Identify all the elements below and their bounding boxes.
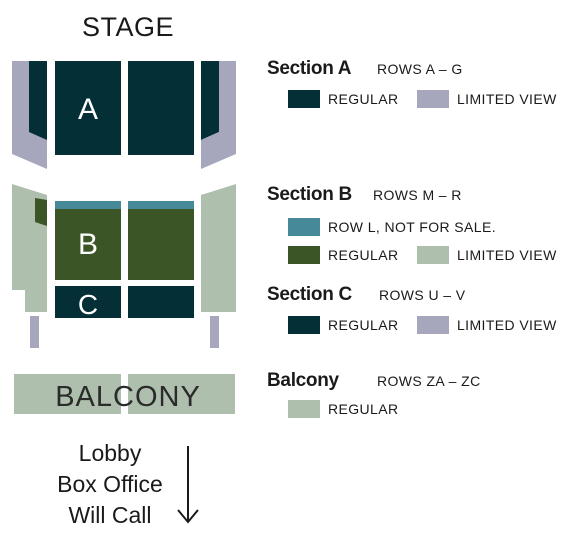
balcony-rows: ROWS ZA – ZC (377, 373, 481, 389)
lobby-line-2: Box Office (57, 471, 163, 497)
section-b-legend-row-l: ROW L, NOT FOR SALE. (288, 218, 496, 236)
section-b-right-limited-view[interactable] (201, 184, 236, 312)
section-b-legend-regular: REGULAR (288, 246, 398, 264)
swatch-regular (288, 400, 320, 418)
section-a-legend-limited: LIMITED VIEW (417, 90, 557, 108)
section-c-title: Section C (267, 284, 352, 305)
balcony-legend-regular: REGULAR (288, 400, 398, 418)
legend-label: REGULAR (328, 401, 399, 417)
swatch-regular (288, 246, 320, 264)
section-a-right-limited-view[interactable] (201, 61, 236, 169)
section-c-right-limited-view[interactable] (210, 316, 219, 348)
lobby-line-3: Will Call (68, 502, 152, 528)
legend-label: REGULAR (328, 247, 399, 263)
section-c-center-right[interactable] (128, 286, 194, 318)
section-b-letter: B (78, 228, 98, 261)
lobby-directions: Lobby Box Office Will Call (40, 438, 180, 531)
section-a-title: Section A (267, 58, 352, 79)
balcony-label: BALCONY (55, 381, 201, 413)
balcony-right[interactable] (128, 374, 235, 414)
section-a-right-regular[interactable] (201, 61, 219, 140)
section-c-rows: ROWS U – V (379, 287, 466, 303)
section-a-letter: A (78, 93, 98, 126)
section-a-left-regular[interactable] (29, 61, 47, 140)
section-c-center-left[interactable] (55, 286, 121, 318)
legend-label: LIMITED VIEW (457, 91, 557, 107)
swatch-not-for-sale (288, 218, 320, 236)
seating-map: A B C BALCONY (12, 61, 236, 524)
section-b-rows: ROWS M – R (373, 187, 462, 203)
balcony-title: Balcony (267, 370, 339, 391)
section-c-legend-regular: REGULAR (288, 316, 398, 334)
section-c-left-limited-view[interactable] (30, 316, 39, 348)
section-c-legend-limited: LIMITED VIEW (417, 316, 557, 334)
lobby-line-1: Lobby (78, 440, 142, 466)
legend-label: REGULAR (328, 91, 399, 107)
section-b-row-l-left[interactable] (55, 201, 121, 209)
section-b-center-right[interactable] (128, 209, 194, 280)
section-b-row-l-right[interactable] (128, 201, 194, 209)
swatch-limited-view (417, 90, 449, 108)
section-b-legend-limited: LIMITED VIEW (417, 246, 557, 264)
section-b-center-left[interactable] (55, 209, 121, 280)
legend-label: LIMITED VIEW (457, 247, 557, 263)
legend-label: ROW L, NOT FOR SALE. (328, 219, 496, 235)
section-b-left-regular[interactable] (35, 198, 47, 226)
section-a-center-left[interactable] (55, 61, 121, 155)
legend-label: LIMITED VIEW (457, 317, 557, 333)
section-a-legend-regular: REGULAR (288, 90, 398, 108)
legend-label: REGULAR (328, 317, 399, 333)
section-c-letter: C (78, 289, 98, 320)
section-b-title: Section B (267, 184, 352, 205)
arrow-down-icon (177, 446, 199, 524)
swatch-regular (288, 316, 320, 334)
balcony-left[interactable] (14, 374, 121, 414)
swatch-limited-view (417, 246, 449, 264)
section-a-rows: ROWS A – G (377, 61, 463, 77)
swatch-limited-view (417, 316, 449, 334)
stage-label: STAGE (81, 12, 175, 42)
section-a-center-right[interactable] (128, 61, 194, 155)
swatch-regular (288, 90, 320, 108)
